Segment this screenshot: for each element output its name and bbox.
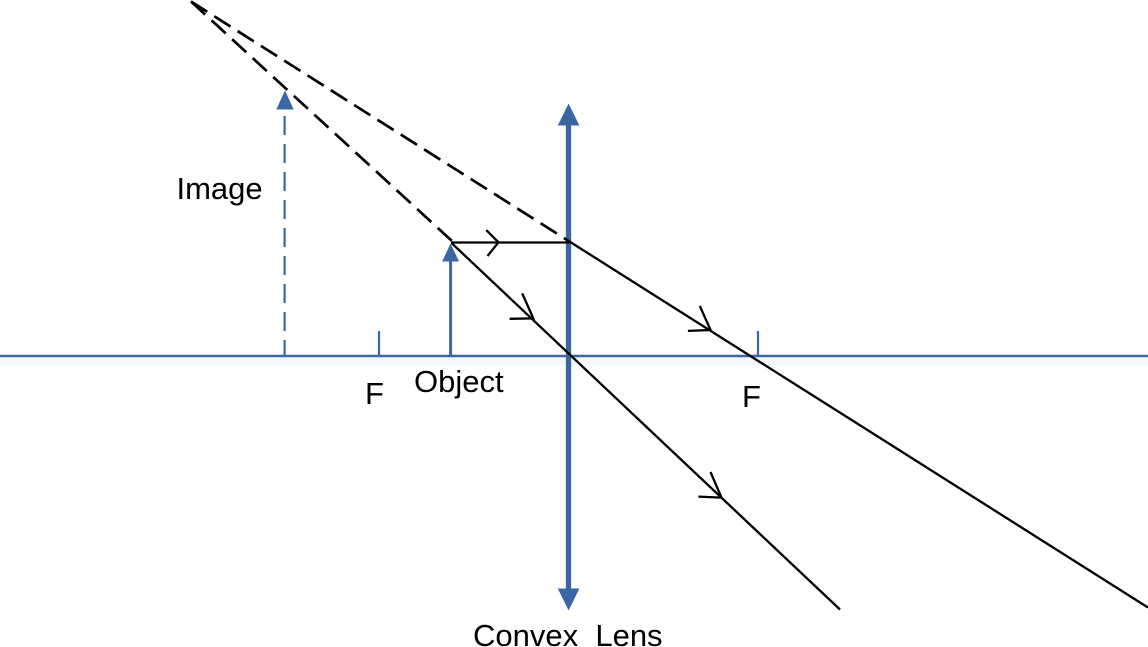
svg-text:F: F bbox=[365, 376, 384, 411]
svg-text:Image: Image bbox=[177, 171, 263, 206]
svg-text:F: F bbox=[742, 379, 761, 414]
svg-text:Object: Object bbox=[414, 364, 504, 399]
svg-text:Convex Lens: Convex Lens bbox=[473, 618, 663, 647]
